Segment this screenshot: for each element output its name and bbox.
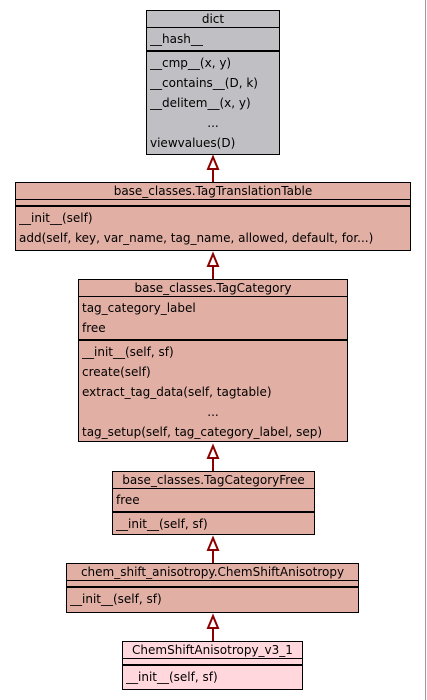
inheritance-arrow — [206, 154, 220, 182]
attribute: __hash__ — [150, 32, 203, 46]
inheritance-arrow — [206, 535, 220, 563]
class-title: base_classes.TagCategoryFree — [113, 472, 314, 489]
method: __delitem__(x, y) — [150, 96, 251, 110]
attribute-section — [67, 581, 358, 588]
class-title: chem_shift_anisotropy.ChemShiftAnisotrop… — [67, 564, 358, 581]
method: __init__(self, sf) — [70, 592, 162, 606]
method-section: __init__(self, sf) — [113, 513, 314, 535]
ellipsis: ... — [207, 405, 219, 419]
method: add(self, key, var_name, tag_name, allow… — [19, 231, 374, 245]
attribute: tag_category_label — [82, 301, 196, 315]
method: viewvalues(D) — [150, 136, 236, 150]
class-tag-category[interactable]: base_classes.TagCategory tag_category_la… — [78, 279, 348, 442]
method-section: __cmp__(x, y) __contains__(D, k) __delit… — [147, 52, 279, 154]
class-chem-shift-anisotropy[interactable]: chem_shift_anisotropy.ChemShiftAnisotrop… — [66, 563, 359, 613]
method-section: __init__(self) add(self, key, var_name, … — [16, 207, 410, 249]
method-section: __init__(self, sf) create(self) extract_… — [79, 341, 347, 443]
method: tag_setup(self, tag_category_label, sep) — [82, 425, 323, 439]
method: __init__(self, sf) — [126, 670, 218, 684]
class-title: base_classes.TagCategory — [79, 280, 347, 297]
class-title: dict — [147, 11, 279, 28]
method: __cmp__(x, y) — [150, 56, 232, 70]
method-section: __init__(self, sf) — [67, 588, 358, 610]
class-tag-category-free[interactable]: base_classes.TagCategoryFree free __init… — [112, 471, 315, 535]
method: create(self) — [82, 365, 151, 379]
class-chem-shift-anisotropy-v3-1[interactable]: ChemShiftAnisotropy_v3_1 __init__(self, … — [122, 641, 303, 690]
class-dict[interactable]: dict __hash__ __cmp__(x, y) __contains__… — [146, 10, 280, 155]
method: extract_tag_data(self, tagtable) — [82, 385, 272, 399]
attribute-section — [123, 659, 302, 666]
attribute: free — [116, 493, 140, 507]
inheritance-arrow — [206, 613, 220, 641]
class-tag-translation-table[interactable]: base_classes.TagTranslationTable __init_… — [15, 182, 411, 251]
method: __init__(self, sf) — [82, 345, 174, 359]
attribute-section: tag_category_label free — [79, 297, 347, 341]
inheritance-arrow — [206, 443, 220, 471]
method: __init__(self) — [19, 211, 93, 225]
method: __init__(self, sf) — [116, 517, 208, 531]
attribute-section: __hash__ — [147, 28, 279, 52]
method: __contains__(D, k) — [150, 76, 258, 90]
ellipsis: ... — [207, 116, 219, 130]
method-section: __init__(self, sf) — [123, 666, 302, 688]
attribute: free — [82, 321, 106, 335]
page-edge-line — [425, 0, 426, 700]
attribute-section: free — [113, 489, 314, 513]
class-title: base_classes.TagTranslationTable — [16, 183, 410, 200]
inheritance-arrow — [206, 251, 220, 279]
attribute-section — [16, 200, 410, 207]
class-title: ChemShiftAnisotropy_v3_1 — [123, 642, 302, 659]
